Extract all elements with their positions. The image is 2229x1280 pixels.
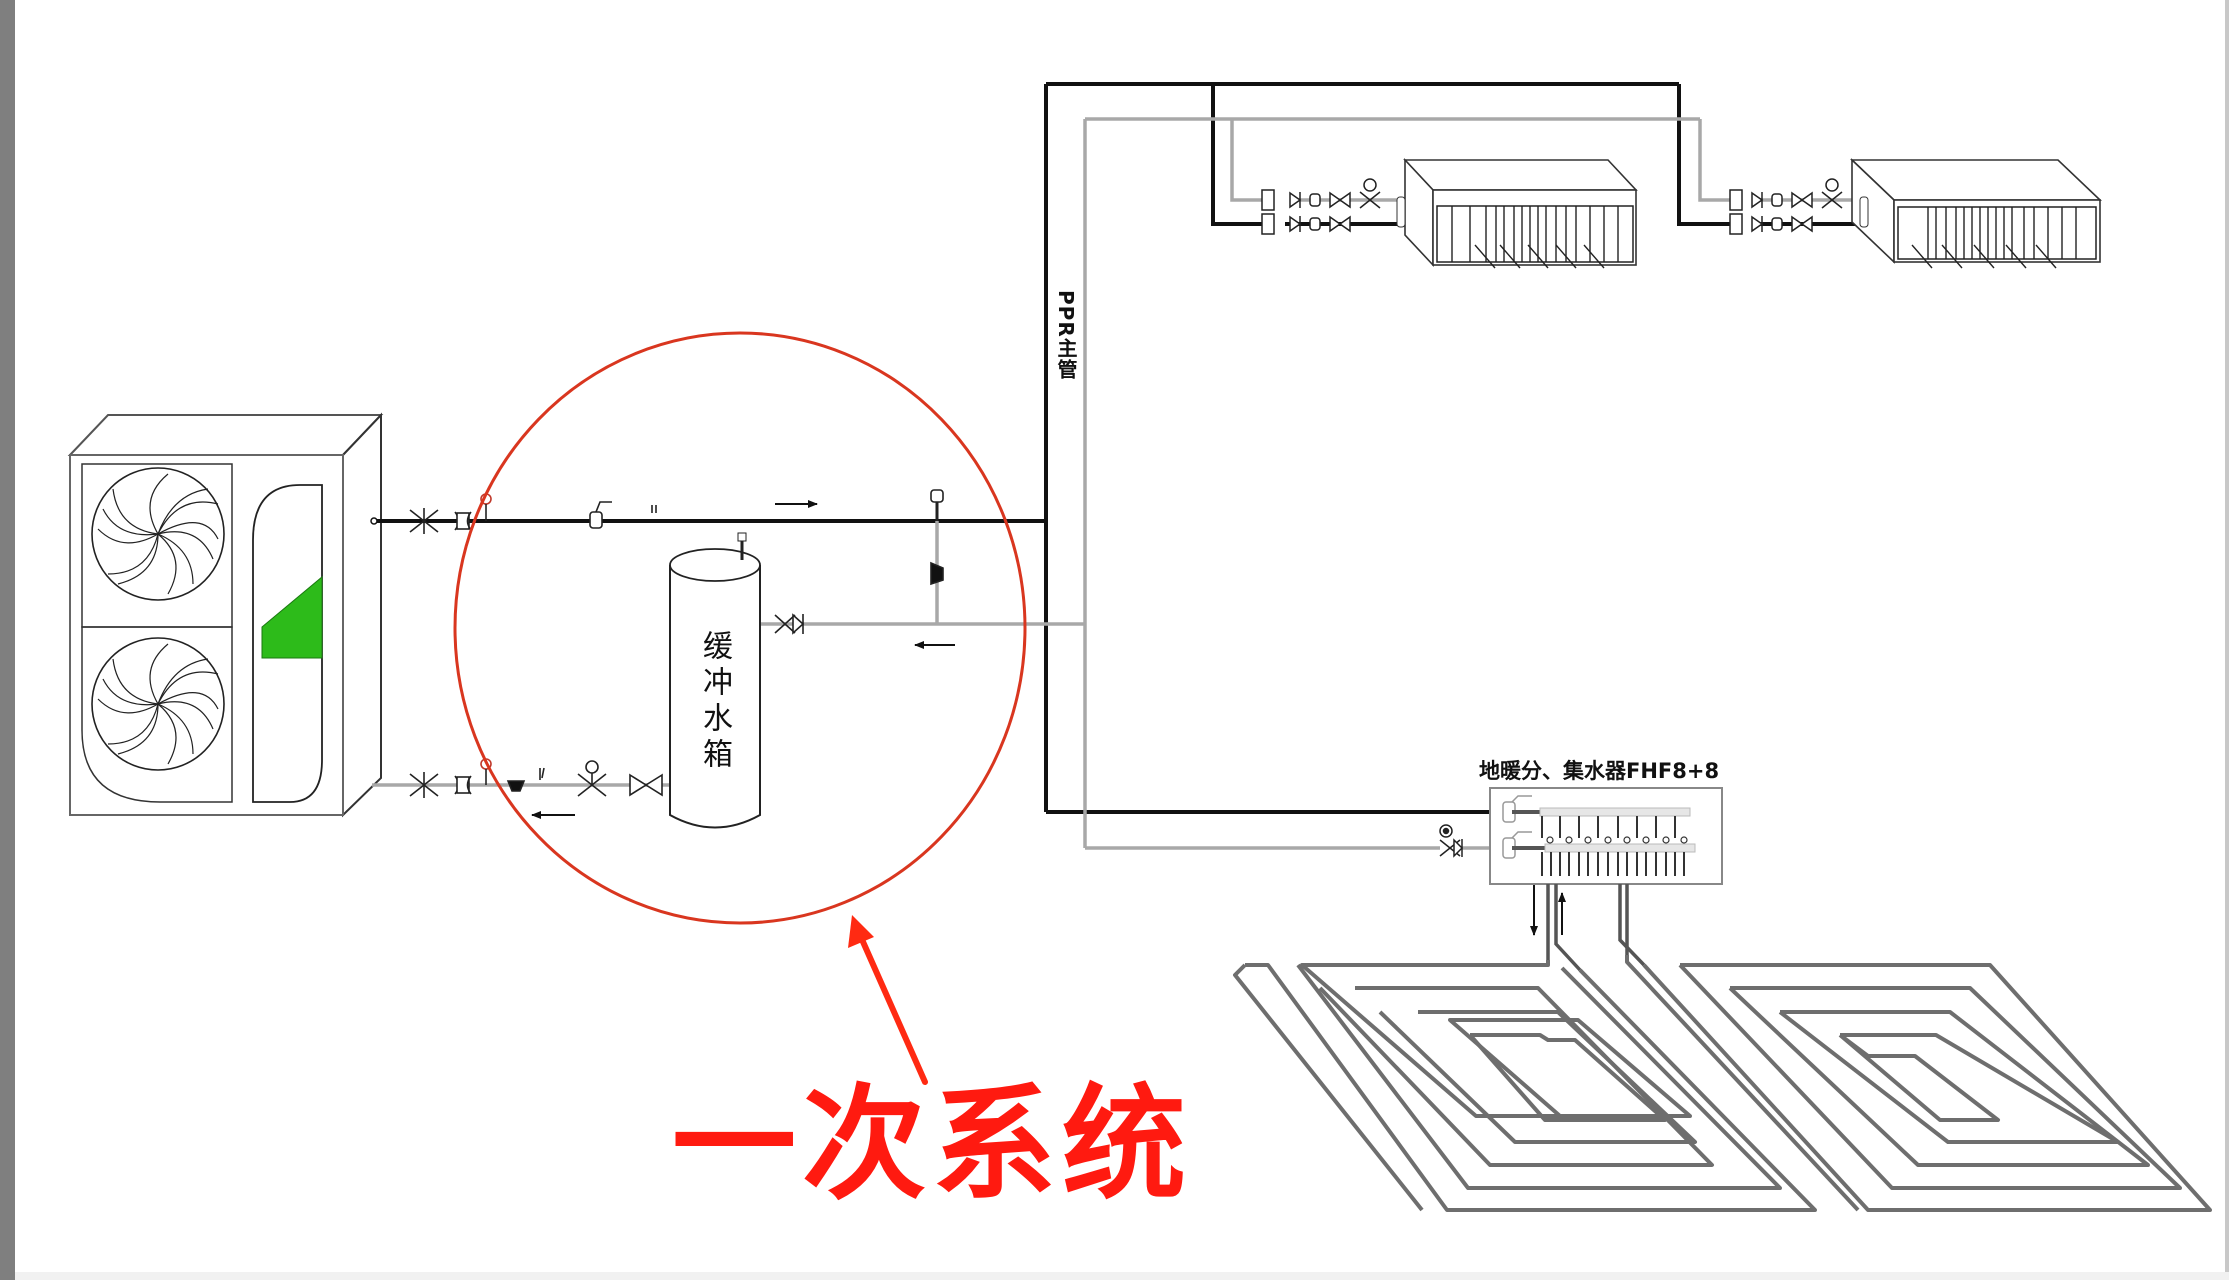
ball-valve-icon bbox=[629, 773, 663, 797]
air-vent-icon bbox=[930, 489, 944, 521]
window-bottom-edge bbox=[15, 1272, 2229, 1280]
buffer-tank-label: 缓冲水箱 bbox=[697, 630, 732, 774]
pump-icon bbox=[506, 780, 526, 792]
check-valve-icon bbox=[930, 561, 944, 586]
fan-coil-unit-2 bbox=[1729, 158, 2102, 269]
gate-valve-icon bbox=[409, 508, 439, 534]
gate-valve-icon bbox=[409, 772, 439, 798]
return-line-fittings bbox=[409, 613, 805, 798]
pipe-inlet-icon bbox=[370, 517, 378, 525]
ppr-main-pipe-label: PPR主管 bbox=[1054, 290, 1078, 380]
gate-valve-icon bbox=[774, 613, 805, 635]
flow-switch-icon bbox=[539, 767, 545, 780]
window-right-edge bbox=[2225, 0, 2229, 1280]
union-fitting-icon bbox=[454, 775, 472, 795]
fan-coil-unit-1 bbox=[1261, 157, 1638, 269]
callout-arrow-icon bbox=[848, 915, 928, 1085]
buffer-tank bbox=[669, 532, 761, 829]
valve-icon bbox=[1261, 189, 1275, 211]
union-fitting-icon bbox=[454, 511, 472, 531]
pressure-valve-icon bbox=[577, 760, 607, 797]
highlight-circle bbox=[453, 331, 1027, 925]
primary-system-title: 一次系统 bbox=[672, 1073, 1193, 1217]
manifold-label: 地暖分、集水器FHF8+8 bbox=[1479, 759, 1720, 783]
fan-icon bbox=[91, 637, 225, 771]
heat-pump-unit bbox=[67, 412, 384, 818]
supply-pipes bbox=[375, 82, 1860, 814]
valve-icon bbox=[1261, 213, 1275, 235]
auto-air-vent-icon bbox=[589, 501, 612, 529]
supply-line-fittings bbox=[409, 489, 944, 586]
tank-air-vent-icon bbox=[737, 532, 747, 542]
flow-switch-icon bbox=[651, 505, 657, 513]
return-pipes bbox=[372, 117, 1860, 850]
floor-heating-manifold bbox=[1439, 787, 1723, 972]
balancing-valve-icon bbox=[1439, 824, 1464, 858]
window-left-edge bbox=[0, 0, 15, 1280]
fan-icon bbox=[91, 467, 225, 601]
flow-arrows bbox=[531, 500, 1566, 936]
valve-icon bbox=[1729, 189, 1743, 211]
floor-heating-loop-1 bbox=[1233, 960, 1817, 1212]
floor-heating-loop-2 bbox=[1625, 955, 2212, 1212]
valve-icon bbox=[1729, 213, 1743, 235]
